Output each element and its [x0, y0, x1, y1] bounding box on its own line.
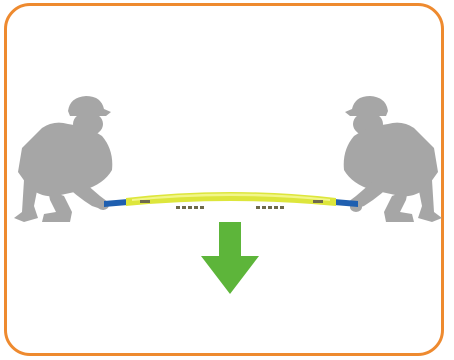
down-arrow-icon	[201, 222, 259, 294]
worker-right-icon	[343, 96, 442, 222]
lifting-tube	[104, 192, 358, 209]
worker-left-icon	[14, 96, 113, 222]
